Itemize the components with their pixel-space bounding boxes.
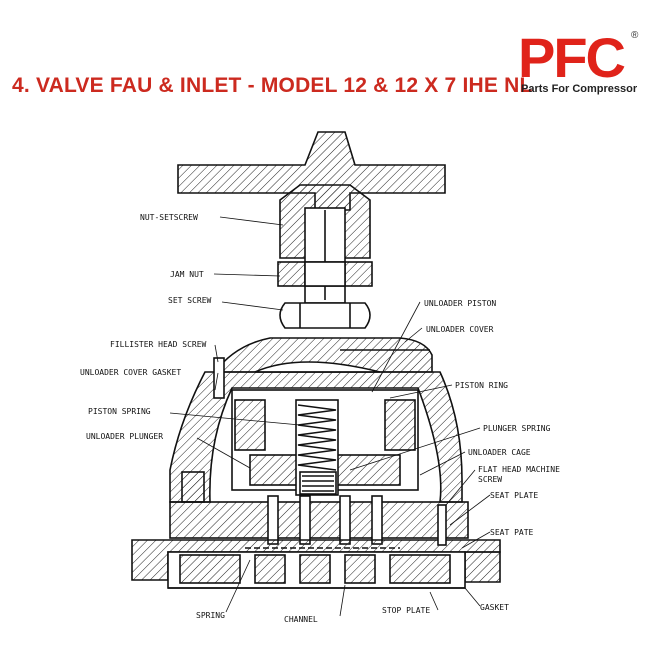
label-unloader-plunger: UNLOADER PLUNGER	[86, 432, 163, 441]
logo-brand: PFC	[518, 26, 626, 89]
label-unloader-cover-gasket: UNLOADER COVER GASKET	[80, 368, 181, 377]
set-screw-nut	[279, 302, 371, 329]
seat-plate	[169, 501, 469, 539]
label-stop-plate: STOP PLATE	[382, 606, 430, 615]
plunger-spring-box	[299, 471, 337, 495]
label-channel: CHANNEL	[284, 615, 318, 624]
label-unloader-piston: UNLOADER PISTON	[424, 299, 496, 308]
label-plunger-spring: PLUNGER SPRING	[483, 424, 551, 433]
label-unloader-cage: UNLOADER CAGE	[468, 448, 531, 457]
label-set-screw: SET SCREW	[168, 296, 212, 305]
label-flat-head-screw: SCREW	[478, 475, 502, 484]
logo-registered-mark: ®	[631, 30, 639, 41]
label-spring: SPRING	[196, 611, 225, 620]
label-nut-setscrew: NUT-SETSCREW	[140, 213, 198, 222]
pfc-logo: PFC ® Parts For Compressor	[518, 30, 643, 100]
flat-head-screw	[437, 504, 447, 546]
label-flat-head-machine: FLAT HEAD MACHINE	[478, 465, 560, 474]
label-seat-pate: SEAT PATE	[490, 528, 534, 537]
label-piston-spring: PISTON SPRING	[88, 407, 151, 416]
label-jam-nut: JAM NUT	[170, 270, 204, 279]
label-piston-ring: PISTON RING	[455, 381, 508, 390]
page-title: 4. VALVE FAU & INLET - MODEL 12 & 12 X 7…	[12, 74, 533, 97]
drawing-linework	[131, 131, 501, 589]
unloader-cover	[213, 337, 433, 373]
piston-spring-coil	[297, 404, 337, 471]
fillister-screw	[213, 357, 225, 399]
label-seat-plate: SEAT PLATE	[490, 491, 538, 500]
logo-tagline: Parts For Compressor	[521, 83, 638, 95]
side-bolt	[181, 471, 205, 503]
label-gasket: GASKET	[480, 603, 509, 612]
leader-lines	[169, 216, 491, 617]
label-unloader-cover: UNLOADER COVER	[426, 325, 494, 334]
label-fillister-head-screw: FILLISTER HEAD SCREW	[110, 340, 207, 349]
